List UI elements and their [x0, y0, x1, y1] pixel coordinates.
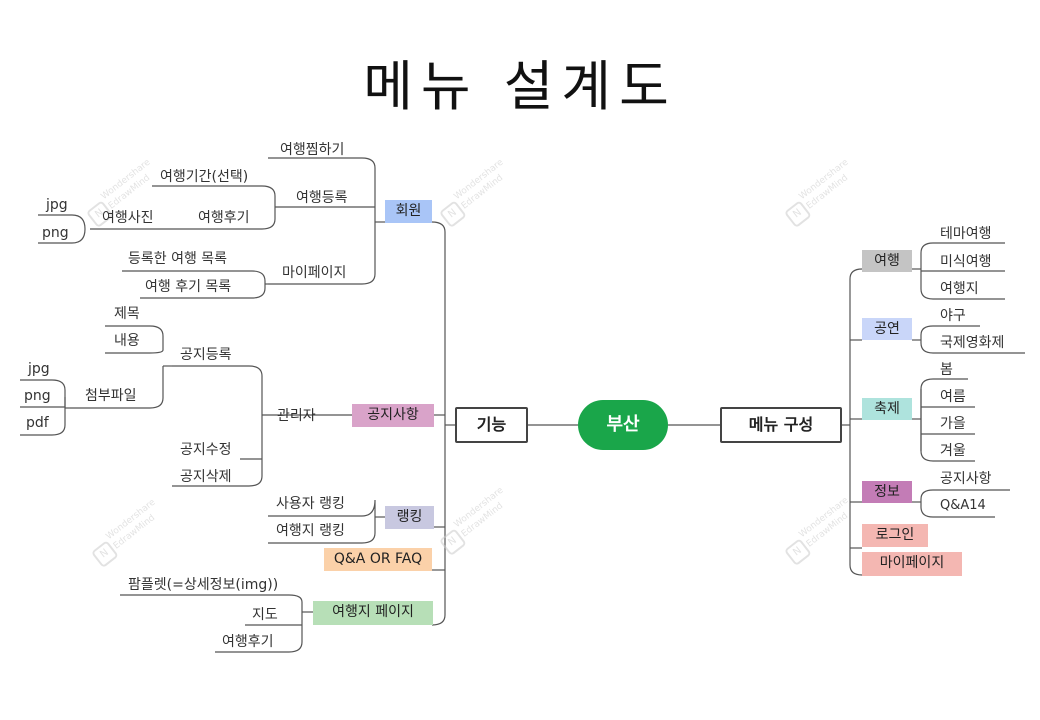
node-attachment[interactable]: 첨부파일: [85, 388, 137, 404]
node-pamphlet[interactable]: 팜플렛(=상세정보(img)): [128, 577, 279, 593]
node-place-page[interactable]: 여행지 페이지: [313, 601, 433, 625]
node-spring[interactable]: 봄: [940, 362, 953, 378]
node-content[interactable]: 내용: [114, 333, 140, 349]
node-notice-edit[interactable]: 공지수정: [180, 442, 232, 458]
node-wish[interactable]: 여행찜하기: [280, 142, 345, 158]
node-theme-travel[interactable]: 테마여행: [940, 226, 992, 242]
node-autumn[interactable]: 가을: [940, 416, 966, 432]
node-travel-period[interactable]: 여행기간(선택): [160, 169, 249, 185]
node-travel[interactable]: 여행: [862, 250, 912, 272]
node-show[interactable]: 공연: [862, 318, 912, 340]
node-place-review[interactable]: 여행후기: [222, 634, 274, 650]
main-node-menu[interactable]: 메뉴 구성: [720, 407, 842, 443]
page-title: 메뉴 설계도: [363, 55, 677, 118]
node-attach-png[interactable]: png: [24, 388, 51, 404]
main-node-features[interactable]: 기능: [455, 407, 528, 443]
node-attach-pdf[interactable]: pdf: [26, 415, 49, 431]
node-baseball[interactable]: 야구: [940, 308, 966, 324]
node-right-mypage[interactable]: 마이페이지: [862, 552, 962, 576]
node-png[interactable]: png: [42, 225, 69, 241]
node-winter[interactable]: 겨울: [940, 443, 966, 459]
node-admin[interactable]: 관리자: [277, 408, 316, 424]
node-attach-jpg[interactable]: jpg: [28, 361, 50, 377]
node-travel-review[interactable]: 여행후기: [198, 210, 250, 226]
node-notice-register[interactable]: 공지등록: [180, 347, 232, 363]
node-travel-photo[interactable]: 여행사진: [102, 210, 154, 226]
node-review-list[interactable]: 여행 후기 목록: [145, 279, 232, 295]
center-node-busan[interactable]: 부산: [578, 400, 668, 450]
node-qa[interactable]: Q&A OR FAQ: [324, 548, 432, 571]
node-info-notice[interactable]: 공지사항: [940, 471, 992, 487]
node-notice[interactable]: 공지사항: [352, 404, 434, 427]
node-member[interactable]: 회원: [385, 200, 432, 223]
node-festival[interactable]: 축제: [862, 398, 912, 420]
node-registered-list[interactable]: 등록한 여행 목록: [128, 251, 228, 267]
node-subject[interactable]: 제목: [114, 306, 140, 322]
node-mypage[interactable]: 마이페이지: [282, 265, 347, 281]
node-jpg[interactable]: jpg: [46, 197, 68, 213]
node-info[interactable]: 정보: [862, 481, 912, 503]
node-notice-delete[interactable]: 공지삭제: [180, 469, 232, 485]
node-summer[interactable]: 여름: [940, 389, 966, 405]
node-map[interactable]: 지도: [252, 607, 278, 623]
node-info-qa[interactable]: Q&A14: [940, 498, 986, 513]
node-film-festival[interactable]: 국제영화제: [940, 335, 1005, 351]
node-login[interactable]: 로그인: [862, 524, 928, 547]
node-user-ranking[interactable]: 사용자 랭킹: [276, 496, 345, 512]
node-place-ranking[interactable]: 여행지 랭킹: [276, 523, 345, 539]
node-destination[interactable]: 여행지: [940, 281, 979, 297]
node-ranking[interactable]: 랭킹: [385, 506, 434, 529]
node-food-travel[interactable]: 미식여행: [940, 254, 992, 270]
node-travel-register[interactable]: 여행등록: [296, 190, 348, 206]
